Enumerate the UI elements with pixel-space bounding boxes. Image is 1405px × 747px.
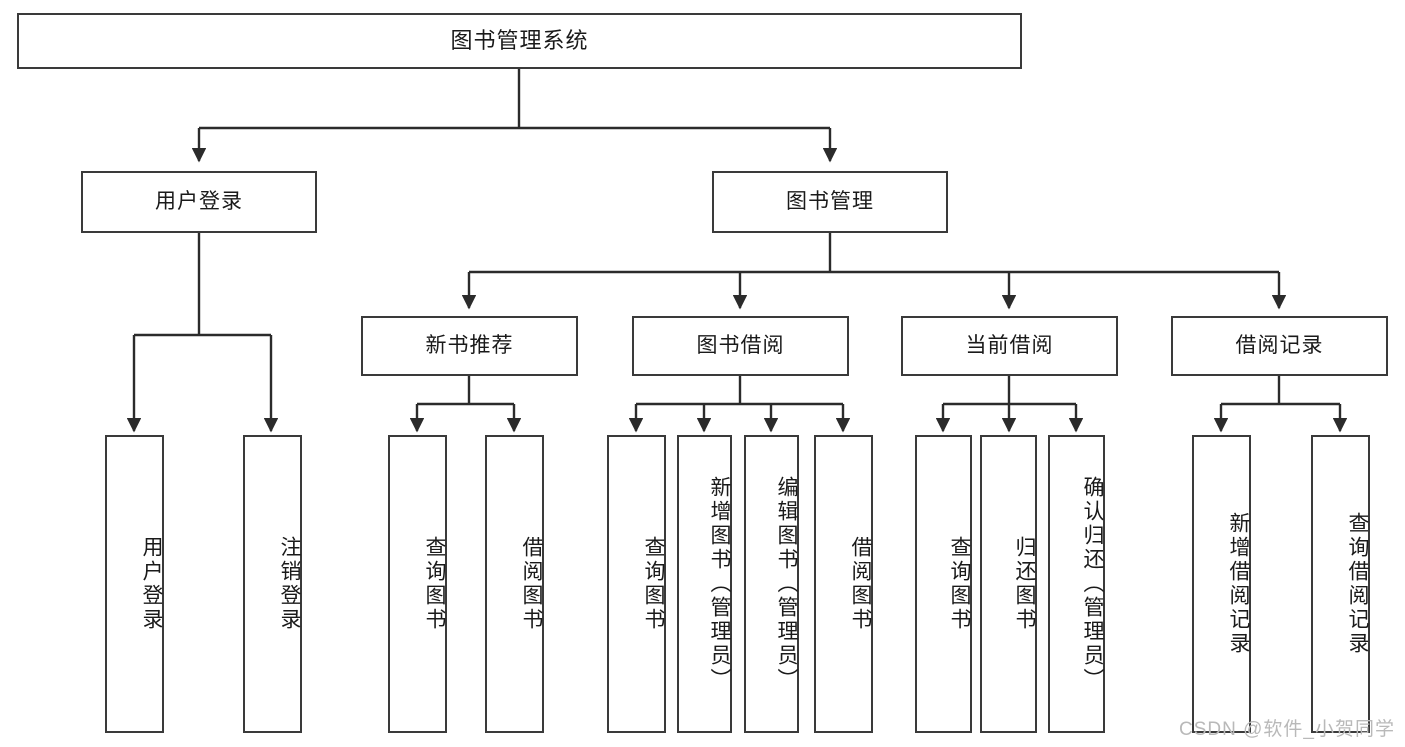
node-label: 查询图书	[423, 536, 446, 632]
leaf-current-query-book[interactable]: 查询图书	[915, 435, 972, 733]
leaf-borrow-add-book-admin[interactable]: 新增图书（管理员）	[677, 435, 732, 733]
leaf-logout[interactable]: 注销登录	[243, 435, 302, 733]
node-root-book-management-system[interactable]: 图书管理系统	[17, 13, 1022, 69]
node-label: 新增借阅记录	[1227, 512, 1250, 656]
node-book-borrow[interactable]: 图书借阅	[632, 316, 849, 376]
node-label: 查询图书	[642, 536, 665, 632]
node-label: 查询图书	[948, 536, 971, 632]
node-label: 借阅图书	[520, 536, 543, 632]
node-label: 图书管理	[786, 190, 874, 214]
node-label: 新增图书（管理员）	[708, 476, 731, 692]
node-current-borrow[interactable]: 当前借阅	[901, 316, 1118, 376]
node-label: 图书管理系统	[450, 27, 589, 53]
node-label: 新书推荐	[425, 334, 514, 358]
node-user-login[interactable]: 用户登录	[81, 171, 317, 233]
node-label: 借阅图书	[849, 536, 872, 632]
leaf-borrow-query-book[interactable]: 查询图书	[607, 435, 666, 733]
node-book-management[interactable]: 图书管理	[712, 171, 948, 233]
leaf-borrow-borrow-book[interactable]: 借阅图书	[814, 435, 873, 733]
node-borrow-record[interactable]: 借阅记录	[1171, 316, 1388, 376]
node-new-book-recommend[interactable]: 新书推荐	[361, 316, 578, 376]
node-label: 确认归还（管理员）	[1081, 476, 1104, 692]
leaf-user-login[interactable]: 用户登录	[105, 435, 164, 733]
node-label: 用户登录	[140, 536, 163, 632]
node-label: 用户登录	[155, 190, 243, 214]
node-label: 图书借阅	[696, 334, 785, 358]
node-label: 编辑图书（管理员）	[775, 476, 798, 692]
watermark: CSDN @软件_小贺同学	[1179, 719, 1395, 740]
node-label: 查询借阅记录	[1346, 512, 1369, 656]
leaf-record-query-borrow-record[interactable]: 查询借阅记录	[1311, 435, 1370, 733]
leaf-current-return-book[interactable]: 归还图书	[980, 435, 1037, 733]
leaf-record-add-borrow-record[interactable]: 新增借阅记录	[1192, 435, 1251, 733]
leaf-new-query-book[interactable]: 查询图书	[388, 435, 447, 733]
node-label: 当前借阅	[965, 334, 1054, 358]
node-label: 注销登录	[278, 536, 301, 632]
node-label: 归还图书	[1013, 536, 1036, 632]
leaf-current-confirm-return-admin[interactable]: 确认归还（管理员）	[1048, 435, 1105, 733]
node-label: 借阅记录	[1235, 334, 1324, 358]
leaf-borrow-edit-book-admin[interactable]: 编辑图书（管理员）	[744, 435, 799, 733]
leaf-new-borrow-book[interactable]: 借阅图书	[485, 435, 544, 733]
